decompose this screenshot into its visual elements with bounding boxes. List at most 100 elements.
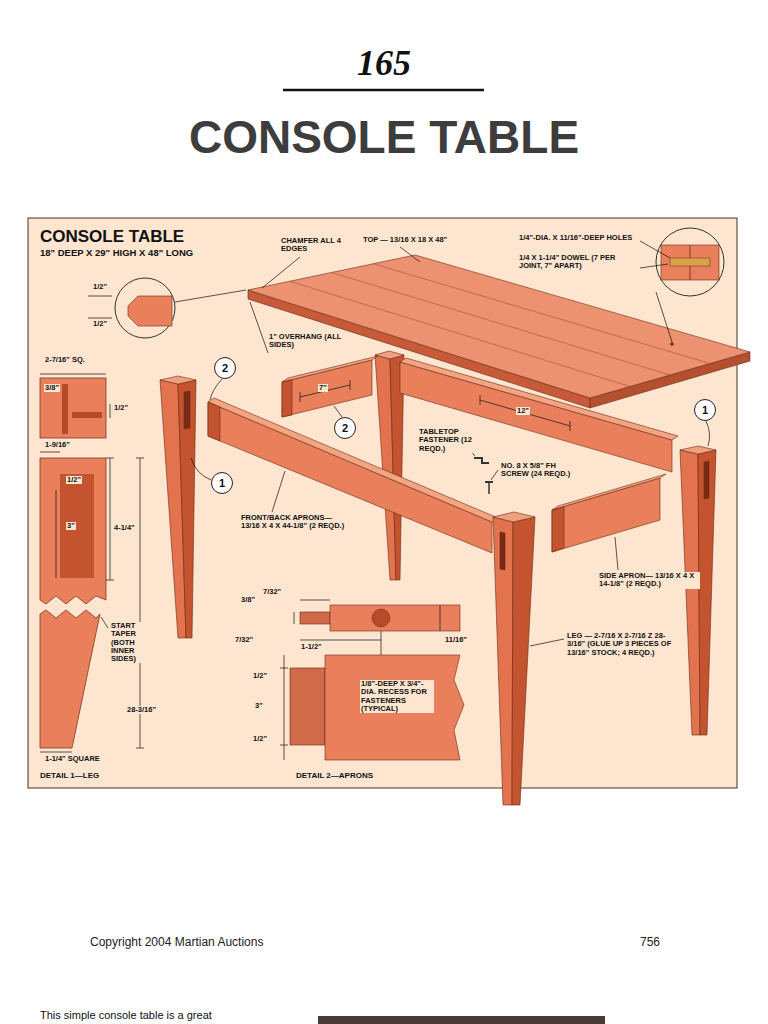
apron-top-view [330,605,460,631]
screw [488,482,490,494]
dimension: 7/32" [262,588,282,596]
footer-text: Copyright 2004 Martian Auctions [90,936,263,949]
front-apron-top [208,398,498,522]
callout-number: 1 [694,399,716,421]
callout-text: 1 [219,478,225,489]
board-joint [373,264,710,364]
leg-top [680,446,716,454]
tenon-top-view [300,612,330,624]
side-apron-top [552,474,666,510]
dimension: 1-1/2" [300,643,323,651]
leader-line [101,617,108,628]
leader-line [656,292,672,342]
page-title: CONSOLE TABLE [0,112,768,163]
leader-line [491,470,498,480]
dimension-line [284,655,285,760]
board-joints [290,264,710,387]
mortise [500,532,505,570]
dimension: 7/32" [234,636,254,644]
dimension-line [300,600,330,601]
part-note: CHAMFER ALL 4 EDGES [280,237,344,254]
dimension-tick [106,580,114,581]
mortise [60,474,94,578]
front-apron [208,402,492,553]
callout-number: 1 [211,472,233,494]
dimension: 28-3/16" [126,706,157,714]
callout-leader [706,421,710,446]
dimension-line [110,458,111,580]
dimension-line [440,605,441,631]
dowel-detail-circle [656,228,724,296]
dimension-tick [280,668,288,669]
photo [318,1016,605,1024]
callout-leader [210,379,222,400]
leg [680,450,700,735]
dimension: 3/8" [240,596,256,604]
tabletop-fastener [474,458,489,463]
leg [178,380,196,638]
callout-leader [191,458,211,480]
part-note: 1/8"-DEEP X 3/4"-DIA. RECESS FOR FASTENE… [360,680,434,713]
dimension-tick [480,395,481,405]
side-apron-top [282,356,378,382]
dimension: 2-7/16" SQ. [44,356,86,364]
chamfer-detail-circle [115,278,175,338]
leg-top [375,351,404,359]
part-note: 1" OVERHANG (ALL SIDES) [268,333,348,350]
dimension-line [300,385,350,397]
dimension: 1-9/16" [44,441,71,449]
dimension: 3" [66,522,76,530]
apron-side-view [325,655,464,760]
part-note: START TAPER (BOTH INNER SIDES) [110,622,158,663]
leader-line [640,264,668,268]
dimension-line [294,612,295,624]
detail-title: DETAIL 1—LEG [40,772,99,781]
dimension: 1/2" [66,476,82,484]
leader-line [530,639,564,646]
part-note: LEG — 2-7/16 X 2-7/16 Z 28-3/16" (GLUE U… [566,632,678,657]
dimension-tick [280,745,288,746]
callout-text: 2 [222,363,228,374]
dimension-tick [570,421,571,431]
callout-number: 2 [214,357,236,379]
footer-text: 756 [640,936,660,949]
leg-taper-view [40,610,100,748]
dimension-line [140,458,141,748]
mortise [72,412,102,418]
dimension-line [40,374,106,375]
board-section [661,245,719,280]
dimension-line [88,296,112,297]
dimension: 1/2" [92,320,108,328]
callout-text: 1 [702,405,708,416]
leg [698,450,716,735]
leg-top [160,376,196,384]
dimension-tick [106,458,114,459]
leg [493,517,513,805]
dimension: 11/16" [444,636,468,644]
mortise [184,391,190,429]
mortise [62,384,68,434]
side-apron [552,478,660,552]
leader-line [175,290,246,302]
part-note: NO. 8 X 5/8" FH SCREW (24 REQD.) [500,462,582,479]
leader-line [250,302,268,353]
part-note: TABLETOP FASTENER (12 REQD.) [418,428,480,453]
leader-line [272,471,285,512]
dimension: 1-1/4" SQUARE [44,755,101,763]
table-parts [160,255,750,805]
dimension-tick [300,392,301,402]
dimension-line [88,318,112,319]
tenon [282,380,292,417]
part-note: 1/4 X 1-1/4" DOWEL (7 PER JOINT, 7" APAR… [518,254,638,271]
part-note: TOP — 13/16 X 18 X 48" [362,236,448,244]
dimension-tick [350,380,351,390]
callout-number: 2 [334,417,356,439]
detail-title: DETAIL 2—APRONS [296,772,373,781]
callout-text: 2 [342,423,348,434]
tenon-side-view [290,668,325,745]
dimension: 3/8" [44,384,60,392]
dimension-line [40,752,72,753]
leg-top [493,512,535,522]
dimension-line [480,400,570,426]
